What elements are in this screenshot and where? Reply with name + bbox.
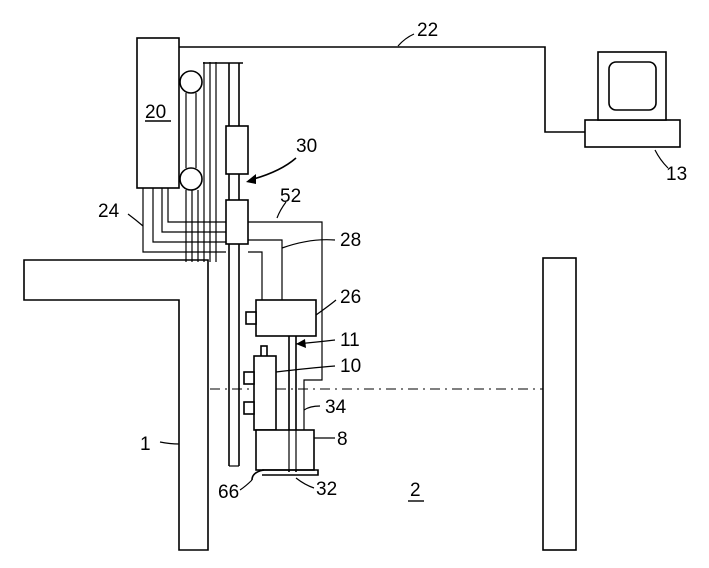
label-8: 8 [337, 429, 348, 450]
arrow-30-head [246, 174, 256, 184]
bracket-66 [251, 469, 265, 481]
head-8 [255, 429, 315, 471]
left-wall [23, 259, 209, 551]
label-1: 1 [140, 434, 151, 455]
controller-box-20 [136, 37, 180, 189]
label-32: 32 [316, 479, 337, 500]
leader-lines [127, 33, 669, 491]
arrow-30 [249, 157, 297, 181]
label-34: 34 [325, 397, 347, 418]
upper-pulley [179, 70, 203, 94]
label-24: 24 [98, 201, 120, 222]
module-26-tab [245, 311, 257, 325]
cable-22 [179, 46, 585, 133]
computer-13 [584, 51, 681, 148]
right-wall [542, 257, 577, 551]
label-52: 52 [280, 186, 301, 207]
module-26 [255, 299, 317, 337]
base-plate-32 [262, 469, 319, 476]
label-13: 13 [666, 164, 687, 185]
cable-28 [248, 239, 283, 300]
label-11: 11 [340, 330, 360, 351]
device-10 [243, 345, 277, 431]
mast-30 [225, 63, 249, 467]
label-66: 66 [218, 482, 239, 503]
label-30: 30 [296, 136, 317, 157]
label-28: 28 [340, 230, 361, 251]
cable-bundle [185, 62, 217, 262]
label-26: 26 [340, 287, 361, 308]
label-22: 22 [417, 20, 438, 41]
label-20: 20 [145, 102, 166, 123]
label-10: 10 [340, 356, 361, 377]
arrow-11-head [296, 339, 306, 348]
cable-24 [142, 188, 226, 253]
cable-52 [248, 221, 323, 430]
label-2: 2 [410, 480, 421, 501]
cable-to-sensor [248, 251, 263, 300]
lower-pulley [179, 167, 203, 191]
